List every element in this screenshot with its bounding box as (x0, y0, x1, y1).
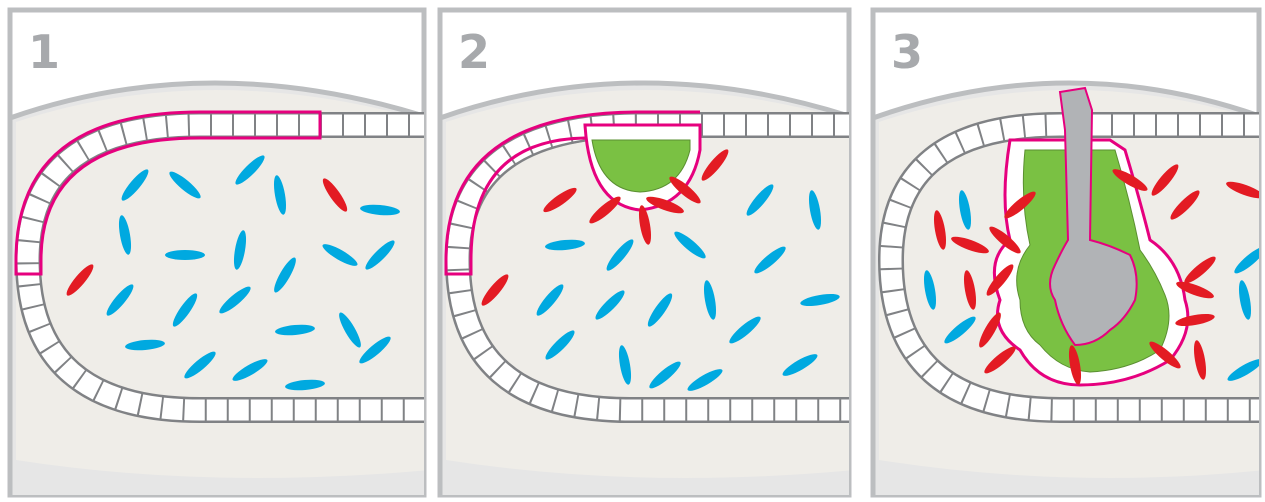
panel-3-label: 3 (891, 25, 923, 79)
panel-1: 1 (10, 10, 430, 498)
fibroblast-cell (165, 250, 205, 260)
panel-2-label: 2 (458, 25, 490, 79)
panel-3: 3 (873, 10, 1265, 498)
panel-2: 2 (440, 10, 855, 498)
panel-1-label: 1 (28, 25, 60, 79)
